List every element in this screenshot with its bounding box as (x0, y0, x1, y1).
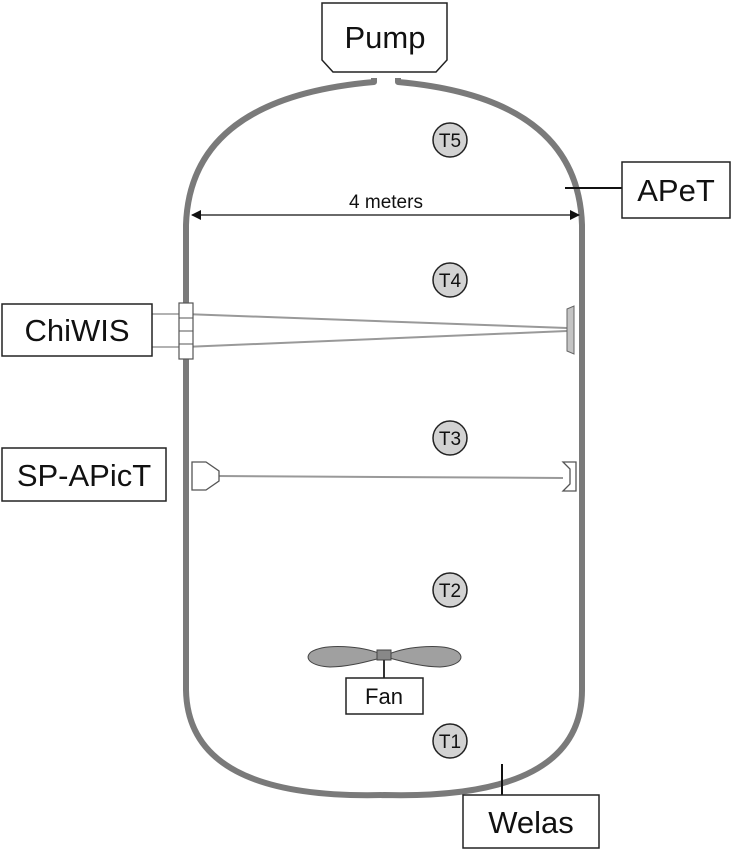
sensor-t1: T1 (432, 723, 468, 759)
sensor-t3: T3 (432, 420, 468, 456)
fan-label: Fan (365, 684, 403, 709)
apet-instrument: APeT (565, 161, 731, 219)
sensor-label-t4: T4 (439, 271, 462, 292)
sp-apict-reflector (561, 461, 577, 492)
fan: Fan (307, 645, 462, 715)
sensor-t2: T2 (432, 572, 468, 608)
sensor-label-t5: T5 (439, 131, 461, 152)
dimension-label: 4 meters (349, 192, 423, 213)
sp-apict-box (1, 447, 167, 502)
pump-instrument: Pump (321, 2, 448, 73)
fan-blade-right (388, 645, 462, 668)
welas-instrument: Welas (462, 764, 600, 849)
chiwis-box (1, 303, 153, 357)
sensor-t5: T5 (432, 122, 468, 158)
chiwis-instrument: ChiWIS (1, 302, 575, 360)
pump-label: Pump (345, 20, 426, 55)
sp-apict-label: SP-APicT (17, 458, 151, 493)
sensor-t4: T4 (432, 262, 468, 298)
chiwis-mirror (566, 305, 575, 355)
sp-apict-emitter (191, 461, 220, 491)
chiwis-beam-lower (183, 330, 568, 348)
chiwis-beam-upper (183, 313, 568, 329)
sensor-label-t1: T1 (439, 732, 461, 753)
sensor-label-t2: T2 (439, 581, 461, 602)
sensor-label-t3: T3 (439, 429, 461, 450)
welas-box (462, 794, 600, 849)
fan-blade-left (307, 645, 382, 668)
fan-hub (376, 649, 392, 661)
sp-apict-beam (217, 475, 564, 479)
sp-apict-instrument: SP-APicT (1, 447, 577, 502)
welas-label: Welas (488, 805, 574, 840)
chiwis-label: ChiWIS (24, 313, 129, 348)
diameter-dimension: 4 meters (191, 192, 580, 220)
apet-label: APeT (637, 173, 715, 208)
vessel-wall (183, 78, 585, 799)
apet-box (621, 161, 731, 219)
pump-box (321, 2, 448, 73)
fan-box (345, 677, 424, 715)
